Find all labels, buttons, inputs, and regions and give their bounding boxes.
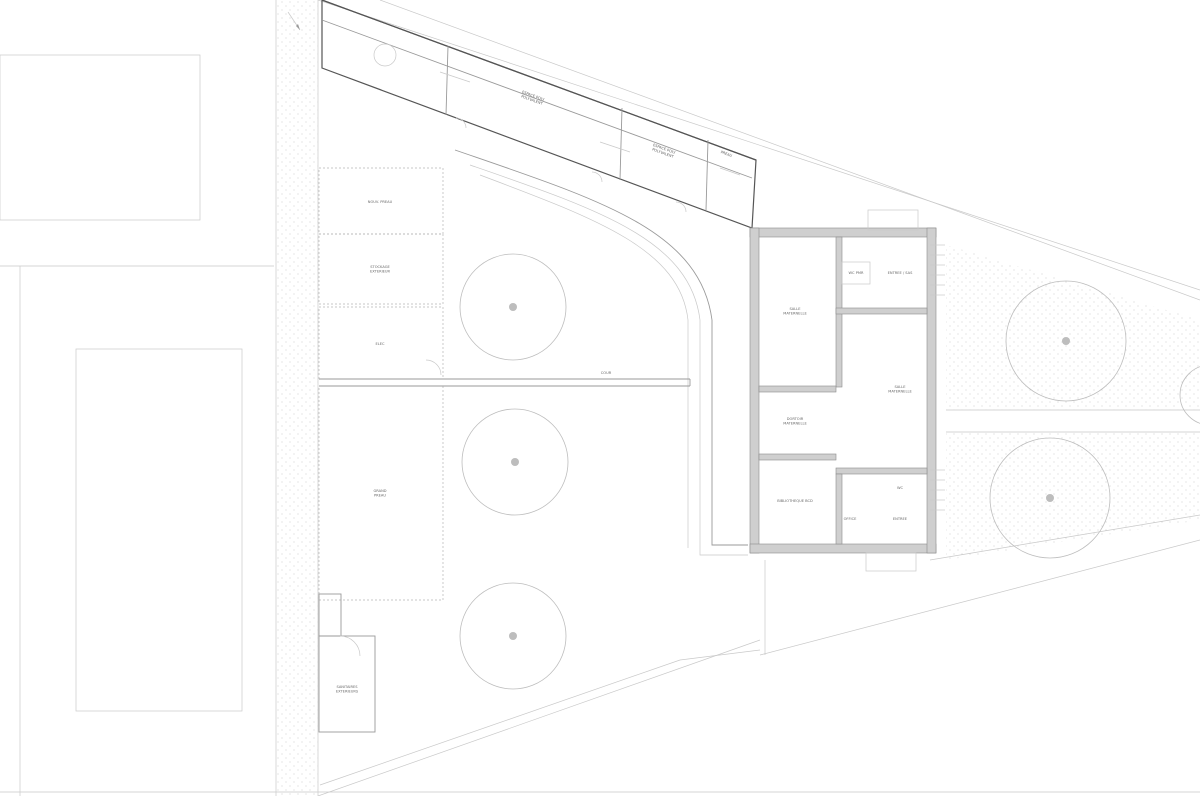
room-label-entree: ENTREE [893, 517, 908, 521]
room-label-covered-space-1: ESPACE POLY.POLYVALENT [520, 90, 546, 106]
planted-area-lower [946, 432, 1200, 560]
trees [459, 253, 1200, 690]
preau-blocks [318, 167, 691, 733]
planted-area-upper [946, 245, 1200, 410]
room-label-cour: COUR [601, 371, 612, 375]
room-label-bibliotheque: BIBLIOTHEQUE BCD [777, 499, 813, 503]
room-label-end-room: PREAU [720, 150, 733, 158]
room-label-wc: WC [897, 486, 904, 490]
north-arrow-icon [287, 11, 301, 31]
curved-ramp [454, 149, 748, 556]
room-label-office: OFFICE [844, 517, 858, 521]
room-labels: ESPACE POLY.POLYVALENT ESPACE POLY.POLYV… [336, 90, 913, 693]
school-building [749, 209, 945, 572]
room-label-wc-pmr: WC PMR [849, 271, 864, 275]
room-label-entree-sas: ENTREE / SAS [888, 271, 913, 275]
room-label-new-preau: NOUV. PREAU [368, 200, 393, 204]
room-label-elec: ELEC [375, 342, 385, 346]
neighbour-lots [0, 54, 274, 796]
sidewalk-strip [276, 0, 318, 796]
